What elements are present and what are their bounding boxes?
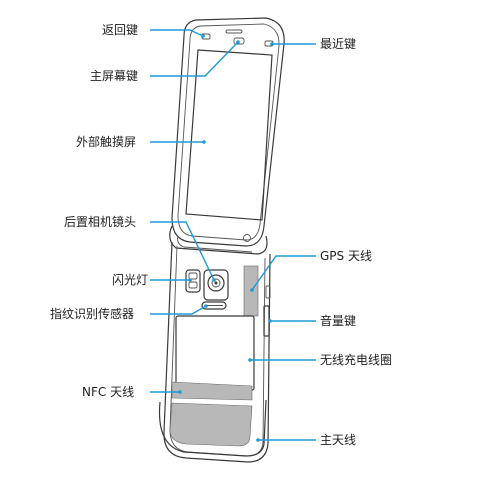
label-main-antenna: 主天线 bbox=[320, 433, 356, 447]
label-wireless-coil: 无线充电线圈 bbox=[320, 352, 392, 367]
phone-lower-body bbox=[158, 241, 271, 463]
nfc-antenna bbox=[171, 381, 253, 401]
phone-upper-lid bbox=[171, 17, 285, 247]
label-flash: 闪光灯 bbox=[112, 273, 148, 287]
wireless-charging-coil bbox=[175, 315, 255, 391]
labels: 返回键 主屏幕键 最近键 外部触摸屏 后置相机镜头 GPS 天线 闪光灯 音量键… bbox=[50, 23, 392, 447]
label-gps-antenna: GPS 天线 bbox=[320, 249, 372, 263]
label-home-key: 主屏幕键 bbox=[90, 69, 138, 83]
home-key bbox=[233, 37, 245, 45]
label-volume-key: 音量键 bbox=[320, 313, 356, 328]
main-antenna bbox=[169, 402, 253, 447]
external-touchscreen bbox=[185, 49, 273, 221]
label-recent-key: 最近键 bbox=[320, 37, 356, 51]
rear-camera-lens bbox=[203, 269, 229, 301]
fingerprint-sensor bbox=[201, 301, 227, 310]
leader-lines bbox=[150, 29, 316, 442]
label-touchscreen: 外部触摸屏 bbox=[76, 134, 136, 149]
label-fingerprint: 指纹识别传感器 bbox=[50, 306, 134, 321]
flash bbox=[185, 269, 201, 293]
label-back-key: 返回键 bbox=[102, 23, 138, 37]
hinge bbox=[169, 225, 268, 255]
label-rear-camera: 后置相机镜头 bbox=[64, 214, 136, 229]
label-nfc-antenna: NFC 天线 bbox=[82, 385, 134, 399]
